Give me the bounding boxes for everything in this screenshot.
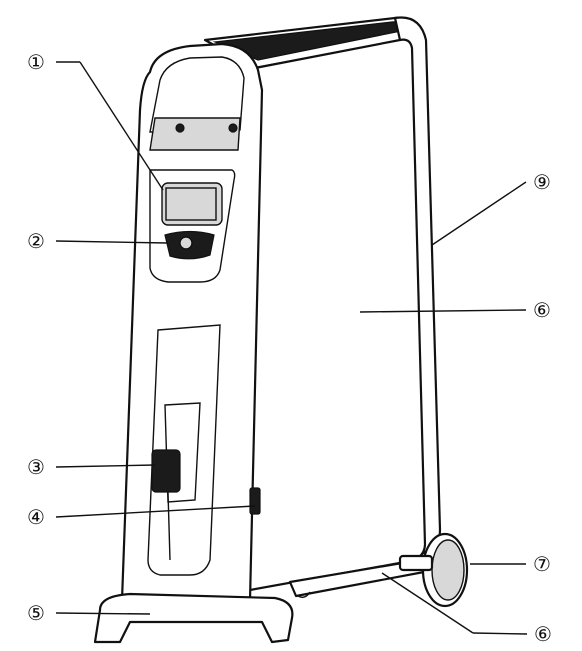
cord-storage bbox=[147, 324, 221, 576]
callout-1: ① bbox=[27, 50, 45, 74]
callouts: ① ② ③ ④ ⑤ ⑥ ⑥ ⑦ ⑨ bbox=[27, 50, 552, 646]
callout-6-panel: ⑥ bbox=[533, 298, 551, 322]
callout-9: ⑨ bbox=[533, 170, 551, 194]
callout-3: ③ bbox=[27, 455, 45, 479]
callout-2: ② bbox=[27, 229, 45, 253]
callout-3-label: ③ bbox=[27, 455, 45, 479]
control-panel bbox=[149, 169, 236, 283]
front-foot bbox=[93, 592, 294, 644]
callout-6-base: ⑥ bbox=[534, 622, 552, 646]
callout-1-label: ① bbox=[27, 50, 45, 74]
callout-6-base-label: ⑥ bbox=[534, 622, 552, 646]
leader-lines bbox=[55, 61, 528, 635]
callout-4: ④ bbox=[27, 505, 45, 529]
callout-7-label: ⑦ bbox=[533, 552, 551, 576]
wheel bbox=[398, 532, 469, 608]
callout-5-label: ⑤ bbox=[27, 601, 45, 625]
callout-7: ⑦ bbox=[533, 552, 551, 576]
callout-4-label: ④ bbox=[27, 505, 45, 529]
callout-6-panel-label: ⑥ bbox=[533, 298, 551, 322]
heater-body bbox=[248, 16, 442, 592]
reset-switch bbox=[249, 487, 261, 515]
callout-9-label: ⑨ bbox=[533, 170, 551, 194]
callout-2-label: ② bbox=[27, 229, 45, 253]
handle-recess bbox=[149, 117, 241, 151]
callout-5: ⑤ bbox=[27, 601, 45, 625]
